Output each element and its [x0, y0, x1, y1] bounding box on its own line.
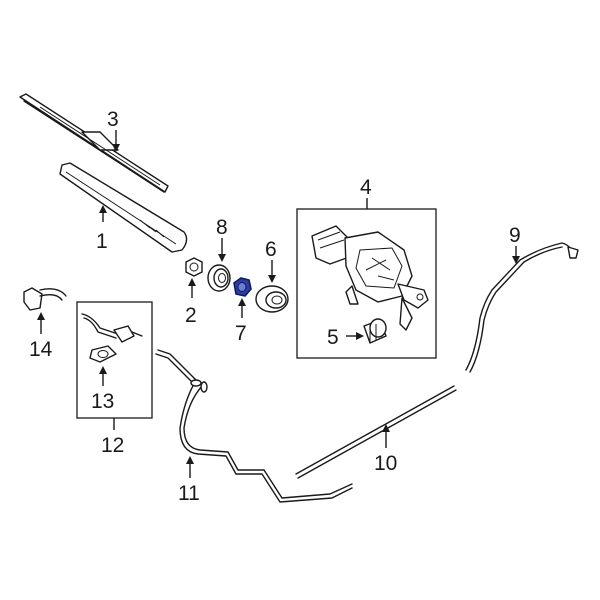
part-9-washer-hose[interactable]: [465, 242, 579, 373]
part-12-nozzle-assembly[interactable]: [81, 313, 143, 343]
part-4-wiper-motor[interactable]: [311, 225, 429, 331]
callout-9: 9: [509, 224, 521, 247]
part-5-bushing[interactable]: [363, 318, 387, 344]
callout-10: 10: [374, 452, 397, 475]
callout-12: 12: [101, 434, 124, 457]
callout-6: 6: [265, 238, 277, 261]
part-2-nut[interactable]: [185, 257, 203, 277]
leader-11: [186, 456, 194, 478]
callout-13: 13: [91, 390, 114, 413]
leader-7: [238, 298, 246, 318]
callout-8: 8: [216, 216, 228, 239]
callout-11: 11: [178, 482, 200, 505]
callout-5: 5: [327, 326, 339, 349]
leader-1: [99, 205, 107, 222]
callout-3: 3: [107, 108, 119, 131]
callout-7: 7: [235, 322, 247, 345]
leader-6: [268, 260, 276, 283]
leader-2: [188, 278, 196, 298]
leader-13: [99, 366, 107, 386]
part-11-washer-hose[interactable]: [155, 349, 353, 503]
callout-2: 2: [185, 304, 197, 327]
part-13-grommet[interactable]: [89, 345, 117, 363]
part-10-washer-hose[interactable]: [295, 385, 457, 479]
callout-1: 1: [96, 230, 108, 253]
part-6-grommet[interactable]: [255, 285, 289, 313]
leader-9: [512, 246, 520, 264]
callout-4: 4: [360, 176, 372, 199]
leader-5: [346, 332, 364, 340]
leader-3: [112, 130, 120, 152]
leader-14: [37, 312, 45, 334]
callout-14: 14: [29, 338, 53, 361]
part-7-nut-highlighted[interactable]: [233, 277, 252, 297]
part-14-clip[interactable]: [23, 287, 67, 311]
part-3-wiper-blade[interactable]: [19, 93, 169, 193]
leader-8: [218, 238, 226, 262]
leader-10: [382, 424, 390, 448]
part-8-bushing[interactable]: [207, 264, 231, 292]
part-1-wiper-arm[interactable]: [59, 162, 188, 253]
